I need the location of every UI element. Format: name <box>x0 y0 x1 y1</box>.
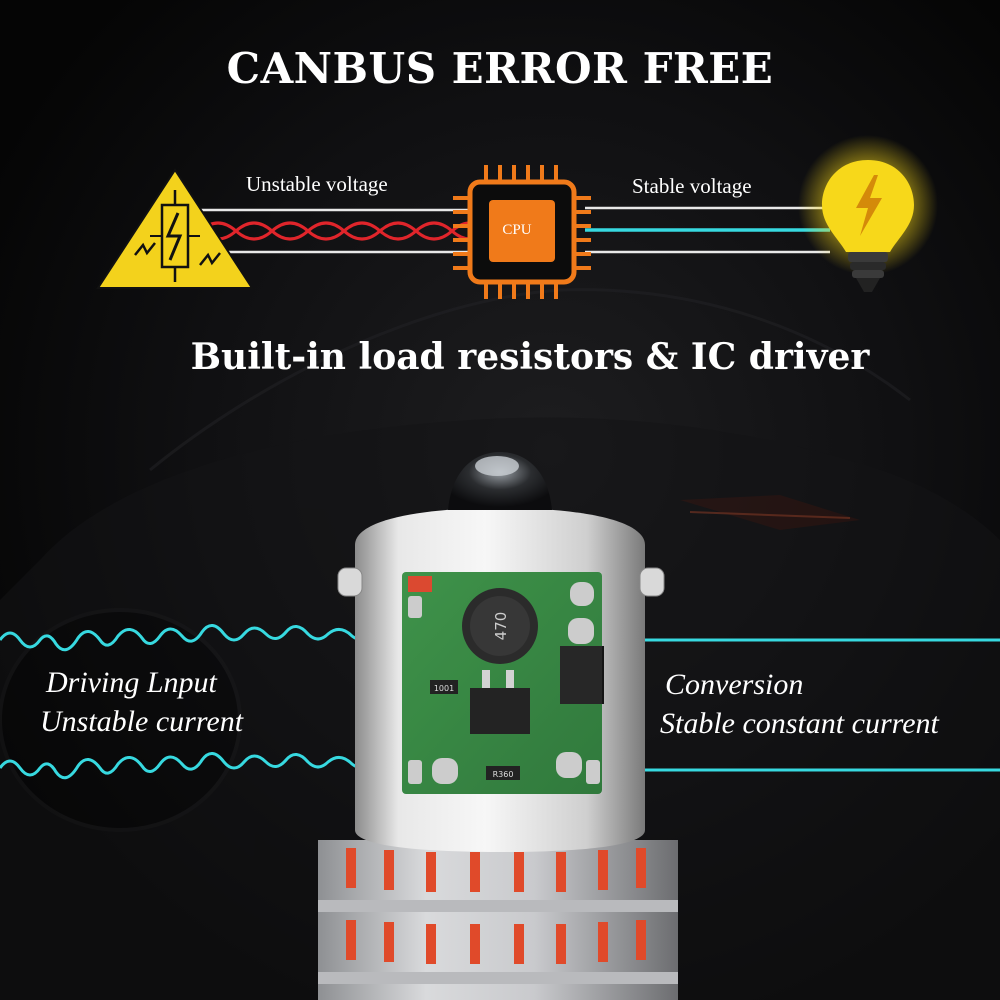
conversion-label: Conversion <box>665 668 804 701</box>
input-wires <box>195 208 489 254</box>
cpu-label: CPU <box>502 222 532 238</box>
unstable-current-wave-bottom <box>0 752 417 780</box>
driver-pcb <box>402 572 602 794</box>
unstable-current-label: Unstable current <box>40 705 244 738</box>
unstable-voltage-label: Unstable voltage <box>246 172 388 196</box>
resistor-code-1: 1001 <box>434 684 454 693</box>
page-title: CANBUS ERROR FREE <box>226 44 774 93</box>
current-waves <box>0 624 1000 780</box>
light-bulb-icon <box>798 135 938 292</box>
resistor-code-2: R360 <box>493 770 514 779</box>
stable-current-label: Stable constant current <box>660 707 939 740</box>
subtitle: Built-in load resistors & IC driver <box>190 336 870 378</box>
warning-triangle-icon <box>96 168 254 289</box>
output-wires <box>585 206 830 254</box>
led-bulb: 470 1001 R360 <box>318 452 678 1000</box>
inductor-code: 470 <box>492 612 510 641</box>
stable-voltage-label: Stable voltage <box>632 174 752 198</box>
driving-input-label: Driving Lnput <box>46 666 217 699</box>
unstable-current-wave-top <box>0 624 417 652</box>
cpu-chip-icon <box>453 165 591 299</box>
unstable-wave-b <box>199 221 489 241</box>
heat-sink-fins <box>318 840 678 1000</box>
